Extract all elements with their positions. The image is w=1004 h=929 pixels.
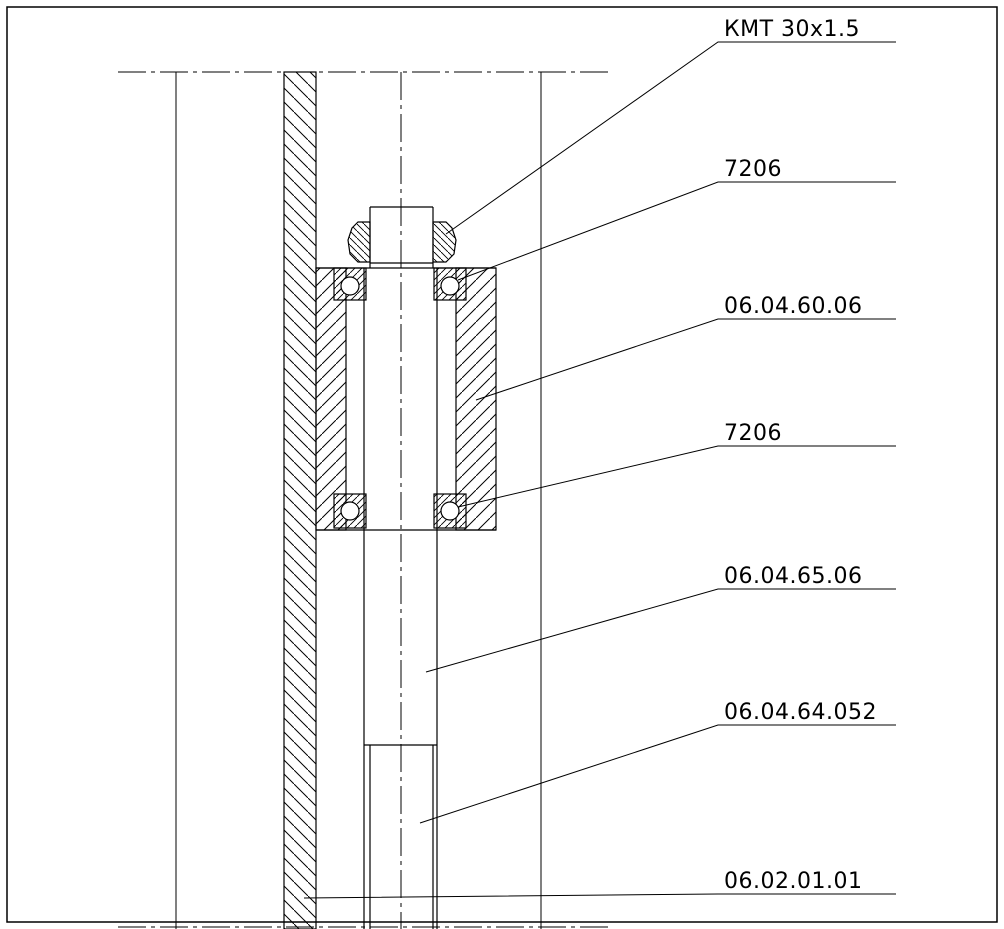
- shaft-extension: [363, 530, 438, 929]
- lower-bearing: [333, 493, 467, 529]
- round-nut: [347, 221, 457, 263]
- callout-label-lower-bearing: 7206: [724, 421, 782, 446]
- callout-label-housing: 06.04.60.06: [724, 294, 862, 319]
- body-outline: [175, 72, 542, 929]
- callout-label-wall: 06.02.01.01: [724, 869, 862, 894]
- callout-label-nut: КМТ 30x1.5: [724, 17, 860, 42]
- callout-label-shaft: 06.04.65.06: [724, 564, 862, 589]
- hatched-wall-part: [283, 71, 317, 929]
- bearing-housing: [315, 267, 497, 531]
- frame-border: [6, 6, 998, 923]
- callout-label-upper-bearing: 7206: [724, 157, 782, 182]
- callout-label-shaft-extension: 06.04.64.052: [724, 700, 877, 725]
- callout-labels: КМТ 30x1.5 7206 06.04.60.06 7206 06.04.6…: [724, 17, 877, 894]
- upper-bearing: [333, 267, 467, 301]
- leader-lines: [303, 41, 896, 899]
- centerlines: [118, 71, 608, 929]
